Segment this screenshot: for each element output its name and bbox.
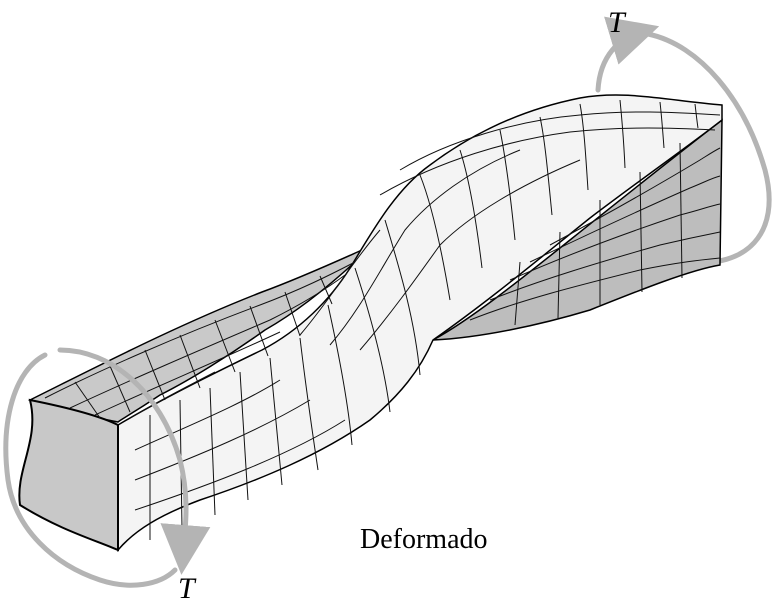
grid-line — [329, 149, 521, 346]
grid-line — [379, 127, 716, 196]
grid-line — [469, 257, 721, 321]
grid-line — [269, 357, 283, 486]
torque-arrow-left-tail — [3, 352, 178, 588]
torque-arrow-right — [595, 16, 772, 266]
grid-line — [509, 203, 721, 281]
grid-line — [694, 103, 699, 129]
grid-line — [557, 231, 561, 319]
state-caption: Deformado — [360, 524, 488, 555]
grid-line — [249, 305, 269, 357]
grid-line — [299, 229, 381, 336]
grid-line — [129, 371, 216, 419]
grid-line — [499, 129, 516, 241]
grid-line — [44, 261, 356, 399]
grid-line — [459, 149, 483, 269]
torque-label-top: T — [608, 6, 627, 39]
torque-arrow-right-tail — [645, 31, 772, 266]
grid-line — [94, 331, 281, 416]
front-face-grid — [129, 99, 721, 540]
grid-line — [679, 142, 683, 279]
grid-line — [214, 319, 236, 373]
curved-arrow-icon — [595, 16, 660, 93]
grid-line — [69, 274, 346, 409]
grid-line — [659, 101, 665, 149]
grid-line — [539, 116, 553, 216]
grid-line — [619, 99, 626, 169]
grid-line — [109, 365, 131, 413]
grid-line — [399, 111, 721, 171]
torque-arrow-left — [3, 347, 211, 588]
right-face-grid — [469, 142, 721, 326]
grid-line — [327, 304, 353, 446]
grid-line — [549, 147, 721, 246]
bar-twisted-front-face — [117, 94, 723, 553]
grid-line — [134, 419, 346, 511]
grid-line — [299, 337, 319, 471]
bar-left-top-face — [27, 248, 364, 423]
grid-line — [179, 334, 201, 389]
grid-line — [74, 381, 101, 419]
grid-line — [354, 267, 391, 413]
torque-label-bottom: T — [178, 572, 197, 605]
grid-line — [319, 275, 333, 305]
bar-left-end-face — [18, 398, 119, 552]
grid-line — [284, 291, 301, 337]
grid-line — [384, 219, 421, 376]
left-top-face-grid — [44, 261, 356, 419]
grid-line — [579, 103, 589, 191]
curved-arrow-icon — [57, 347, 211, 575]
grid-line — [514, 261, 521, 326]
grid-line — [134, 379, 281, 451]
grid-line — [144, 349, 166, 401]
grid-line — [134, 399, 311, 481]
grid-line — [639, 171, 643, 293]
grid-line — [419, 174, 451, 301]
grid-line — [529, 175, 721, 263]
grid-line — [489, 231, 721, 301]
grid-line — [209, 387, 216, 516]
grid-line — [239, 371, 249, 501]
